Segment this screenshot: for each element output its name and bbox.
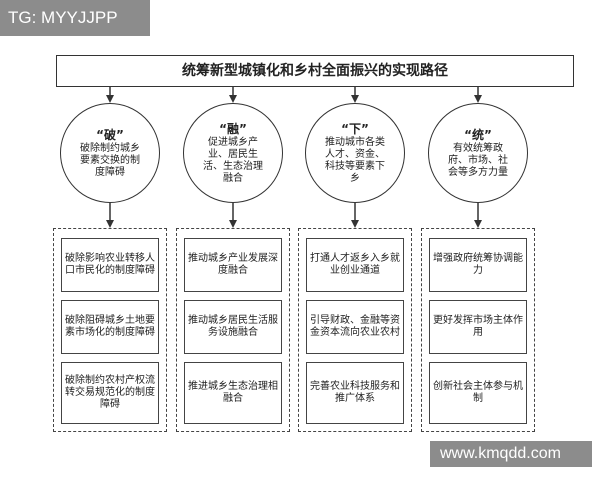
circle-summary: 推动城市各类人才、资金、科技等要素下乡 xyxy=(325,136,385,184)
column-tong: 增强政府统筹协调能力 更好发挥市场主体作用 创新社会主体参与机制 xyxy=(421,228,535,432)
watermark-top-left: TG: MYYJJPP xyxy=(0,0,150,36)
measure-box: 更好发挥市场主体作用 xyxy=(429,300,527,354)
circle-to-column-arrows xyxy=(106,203,482,228)
watermark-bottom-right: www.kmqdd.com xyxy=(430,441,592,467)
circle-heading: “统” xyxy=(464,127,492,142)
measure-box: 打通人才返乡入乡就业创业通道 xyxy=(306,238,404,292)
column-po: 破除影响农业转移人口市民化的制度障碍 破除阻碍城乡土地要素市场化的制度障碍 破除… xyxy=(53,228,167,432)
circle-heading: “融” xyxy=(219,121,247,136)
column-xia: 打通人才返乡入乡就业创业通道 引导财政、金融等资金资本流向农业农村 完善农业科技… xyxy=(298,228,412,432)
circle-po: “破” 破除制约城乡要素交换的制度障碍 xyxy=(60,103,160,203)
circle-summary: 破除制约城乡要素交换的制度障碍 xyxy=(80,142,140,178)
column-rong: 推动城乡产业发展深度融合 推动城乡居民生活服务设施融合 推进城乡生态治理相融合 xyxy=(176,228,290,432)
measure-box: 增强政府统筹协调能力 xyxy=(429,238,527,292)
circle-heading: “下” xyxy=(341,121,369,136)
measure-box: 推动城乡居民生活服务设施融合 xyxy=(184,300,282,354)
measure-box: 破除影响农业转移人口市民化的制度障碍 xyxy=(61,238,159,292)
circle-summary: 有效统筹政府、市场、社会等多方力量 xyxy=(448,142,508,178)
measure-box: 推进城乡生态治理相融合 xyxy=(184,362,282,424)
circle-summary: 促进城乡产业、居民生活、生态治理融合 xyxy=(203,136,263,184)
measure-box: 破除制约农村产权流转交易规范化的制度障碍 xyxy=(61,362,159,424)
measure-box: 引导财政、金融等资金资本流向农业农村 xyxy=(306,300,404,354)
diagram-title: 统筹新型城镇化和乡村全面振兴的实现路径 xyxy=(56,55,574,87)
circle-xia: “下” 推动城市各类人才、资金、科技等要素下乡 xyxy=(305,103,405,203)
circle-rong: “融” 促进城乡产业、居民生活、生态治理融合 xyxy=(183,103,283,203)
measure-box: 推动城乡产业发展深度融合 xyxy=(184,238,282,292)
measure-box: 完善农业科技服务和推广体系 xyxy=(306,362,404,424)
title-to-circle-arrows xyxy=(106,87,482,103)
circle-tong: “统” 有效统筹政府、市场、社会等多方力量 xyxy=(428,103,528,203)
measure-box: 创新社会主体参与机制 xyxy=(429,362,527,424)
circle-heading: “破” xyxy=(96,127,124,142)
measure-box: 破除阻碍城乡土地要素市场化的制度障碍 xyxy=(61,300,159,354)
